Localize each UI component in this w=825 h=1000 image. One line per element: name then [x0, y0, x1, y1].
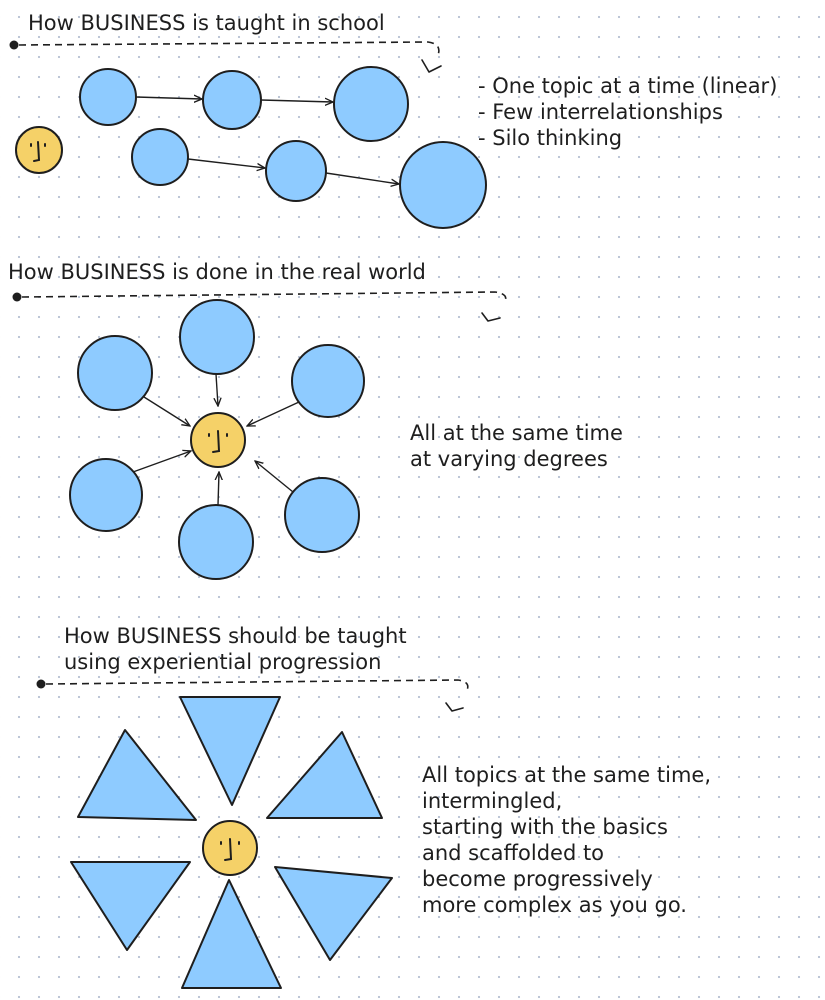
arrow — [255, 461, 294, 493]
arrow — [187, 158, 265, 168]
face-icon — [202, 820, 258, 876]
note-line: at varying degrees — [410, 447, 608, 471]
section-real-world: How BUSINESS is done in the real world — [8, 260, 623, 580]
topic-circle — [77, 335, 153, 411]
topic-triangle — [179, 696, 281, 806]
note-line: - One topic at a time (linear) — [478, 74, 777, 98]
section-should-be-subtitle: using experiential progression — [64, 650, 381, 674]
topic-circle — [333, 66, 409, 142]
note-line: and scaffolded to — [422, 841, 604, 865]
topic-triangle — [274, 866, 393, 961]
section-should-be-notes: All topics at the same time, intermingle… — [422, 763, 711, 917]
arrow — [132, 451, 191, 473]
topic-circle-row-1 — [79, 66, 409, 142]
topic-circle — [179, 299, 255, 375]
section-school-title: How BUSINESS is taught in school — [28, 11, 385, 35]
topic-circle — [284, 477, 360, 553]
topic-circle — [69, 458, 143, 532]
topic-circle-row-2 — [131, 128, 487, 229]
topic-circle — [399, 141, 487, 229]
arrow — [260, 100, 333, 102]
topic-circle — [202, 70, 262, 130]
note-line: starting with the basics — [422, 815, 668, 839]
topic-triangle — [266, 731, 383, 819]
face-icon — [15, 126, 63, 174]
note-line: All at the same time — [410, 421, 623, 445]
topic-triangle-cluster — [70, 696, 393, 989]
topic-circle — [291, 344, 365, 418]
section-should-be-title: How BUSINESS should be taught — [64, 624, 407, 648]
topic-circle — [131, 128, 189, 186]
note-line: - Silo thinking — [478, 126, 622, 150]
section-should-be: How BUSINESS should be taught using expe… — [36, 624, 711, 989]
arrow — [143, 396, 190, 426]
section-school: How BUSINESS is taught in school - One t… — [9, 11, 777, 229]
section-should-be-flow-indicator — [36, 679, 469, 712]
topic-circle — [265, 140, 327, 202]
arrow — [247, 401, 300, 426]
section-school-notes: - One topic at a time (linear) - Few int… — [478, 74, 777, 150]
arrow — [216, 373, 218, 406]
section-real-world-notes: All at the same time at varying degrees — [410, 421, 623, 471]
note-line: All topics at the same time, — [422, 763, 711, 787]
section-school-flow-indicator — [9, 40, 442, 73]
arrow — [135, 97, 202, 99]
topic-circle — [79, 68, 137, 126]
section-real-world-flow-indicator — [12, 291, 507, 322]
topic-triangle — [77, 729, 197, 821]
note-line: intermingled, — [422, 789, 562, 813]
arrow — [325, 172, 399, 184]
note-line: more complex as you go. — [422, 893, 687, 917]
topic-circle — [178, 504, 254, 580]
face-icon — [190, 412, 246, 468]
topic-circle-cluster — [69, 299, 365, 580]
arrow — [218, 472, 219, 506]
arrows-to-center — [132, 373, 300, 506]
section-real-world-title: How BUSINESS is done in the real world — [8, 260, 426, 284]
topic-triangle — [70, 861, 191, 951]
topic-triangle — [181, 879, 282, 989]
note-line: - Few interrelationships — [478, 100, 723, 124]
note-line: become progressively — [422, 867, 653, 891]
